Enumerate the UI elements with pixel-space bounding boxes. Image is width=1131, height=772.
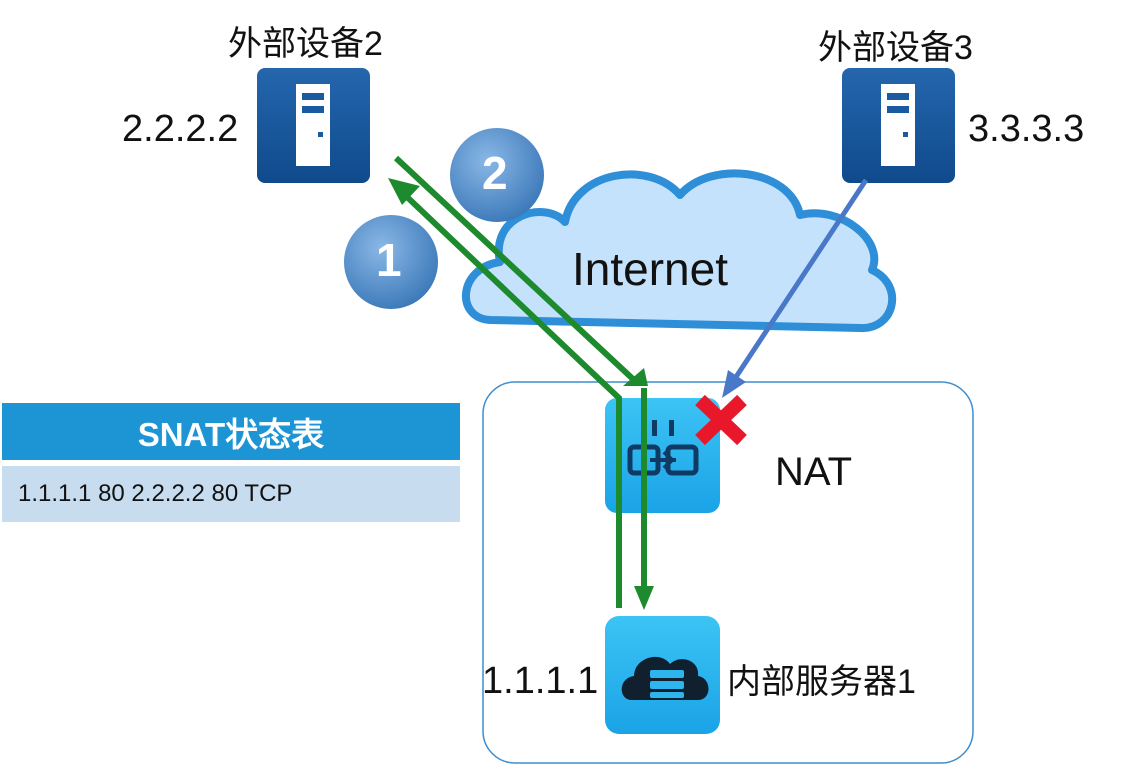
outbound-flow-arrow	[388, 178, 622, 608]
nat-label: NAT	[775, 450, 853, 494]
nat-device-icon	[605, 398, 720, 513]
external-device-2-icon	[257, 68, 370, 183]
internal-server-ip: 1.1.1.1	[482, 660, 599, 702]
internet-cloud	[462, 169, 897, 332]
internal-server-label: 内部服务器1	[727, 663, 916, 701]
block-x-mark	[695, 394, 747, 446]
internal-network-box	[482, 381, 974, 764]
snat-table-title: SNAT状态表	[2, 403, 460, 460]
internet-label: Internet	[572, 243, 728, 295]
external-device-2-title: 外部设备2	[228, 25, 383, 63]
external-device-3-icon	[842, 68, 955, 183]
step-badge-1	[344, 215, 438, 309]
external-device-3-ip: 3.3.3.3	[968, 108, 1085, 150]
snat-table-row: 1.1.1.1 80 2.2.2.2 80 TCP	[2, 466, 460, 522]
step-badge-1-label: 1	[376, 234, 402, 286]
step-badge-2	[450, 128, 544, 222]
external-device-2-ip: 2.2.2.2	[122, 108, 239, 150]
return-flow-arrow	[393, 155, 654, 610]
external-device-3-title: 外部设备3	[818, 29, 973, 67]
internal-server-icon	[605, 616, 720, 734]
blocked-flow-arrow	[722, 178, 869, 398]
step-badge-2-label: 2	[482, 147, 508, 199]
